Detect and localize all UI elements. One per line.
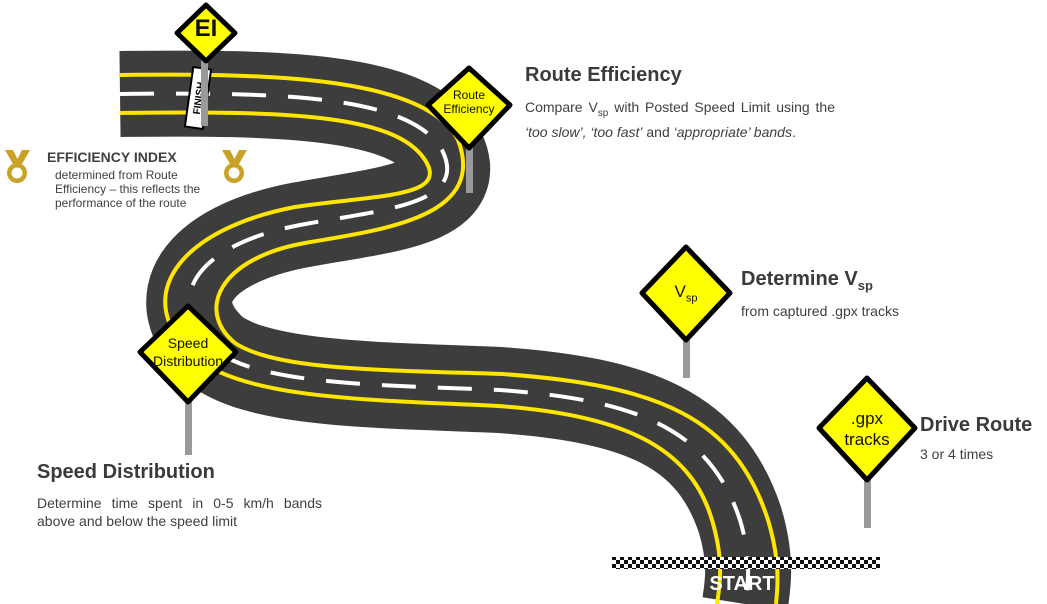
speed-distribution-sign-line2: Distribution — [142, 352, 234, 370]
medal-icon-left — [5, 150, 30, 183]
ei-sign-label: EI — [180, 15, 232, 43]
speed-distribution-description: Determine time spent in 0-5 km/h bands a… — [37, 494, 322, 530]
vsp-sign-label: Vsp — [650, 282, 722, 308]
speed-distribution-title: Speed Distribution — [37, 461, 215, 484]
route-efficiency-sign-line1: Route — [430, 88, 508, 102]
gpx-sign-line2: tracks — [827, 429, 907, 450]
gpx-sign-line1: .gpx — [827, 408, 907, 429]
determine-vsp-description: from captured .gpx tracks — [741, 302, 899, 320]
gpx-sign-label: .gpx tracks — [827, 408, 907, 450]
gpx-sign-post — [864, 478, 871, 528]
start-line: START — [612, 557, 880, 595]
drive-route-description: 3 or 4 times — [920, 445, 993, 463]
vsp-sign-sub: sp — [686, 292, 698, 304]
route-efficiency-sign-post — [466, 145, 473, 193]
speed-distribution-sign-line1: Speed — [142, 334, 234, 352]
speed-distribution-sign-post — [185, 400, 192, 455]
medal-icon-right — [222, 150, 247, 183]
drive-route-title: Drive Route — [920, 414, 1032, 437]
route-efficiency-sign-line2: Efficiency — [430, 102, 508, 116]
route-efficiency-description: Compare Vsp with Posted Speed Limit usin… — [525, 98, 835, 141]
efficiency-index-description: determined from Route Efficiency – this … — [55, 168, 205, 210]
determine-vsp-title: Determine Vsp — [741, 268, 873, 293]
start-label: START — [709, 573, 774, 595]
efficiency-index-title: EFFICIENCY INDEX — [47, 149, 177, 165]
vsp-sign-main: V — [675, 282, 686, 301]
route-efficiency-sign-label: Route Efficiency — [430, 88, 508, 116]
speed-distribution-sign-label: Speed Distribution — [142, 334, 234, 370]
route-efficiency-title: Route Efficiency — [525, 64, 682, 87]
